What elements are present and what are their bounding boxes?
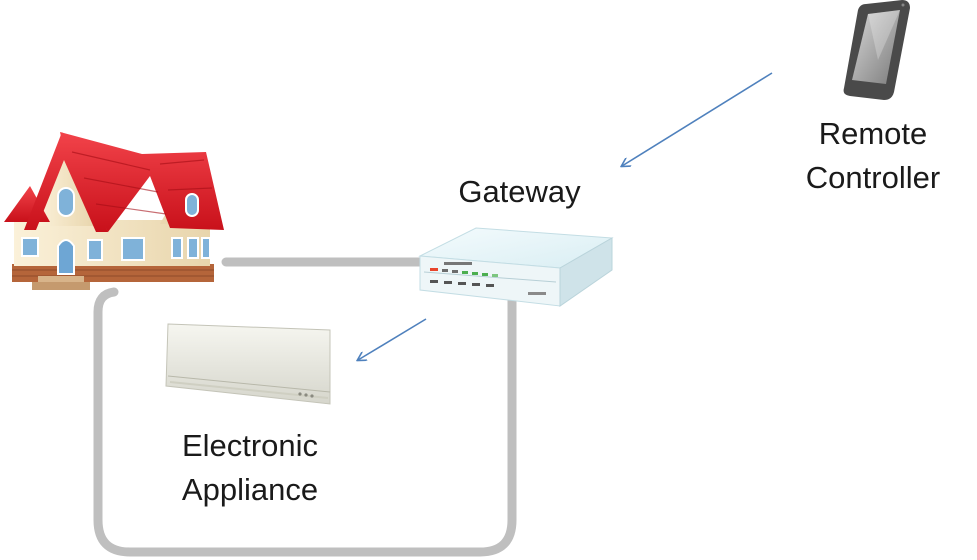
arrow-gateway-to-appliance [358,318,427,360]
smartphone-icon [843,0,910,100]
house-icon [4,132,224,290]
electronic-appliance-label: Electronic Appliance [150,424,350,512]
air-conditioner-icon [165,323,331,405]
electronic-appliance-label-line-2: Appliance [181,472,319,507]
remote-controller-label-line-1: Remote [818,116,928,151]
remote-controller-label: Remote Controller [778,112,968,200]
gateway-label-text: Gateway [458,174,581,209]
electronic-appliance-label-line-1: Electronic [181,428,319,463]
gateway-label: Gateway [432,170,607,214]
connector-loop [93,257,517,557]
remote-controller-label-line-2: Controller [805,160,941,195]
arrow-remote-to-gateway [622,72,773,166]
router-icon [418,227,614,307]
